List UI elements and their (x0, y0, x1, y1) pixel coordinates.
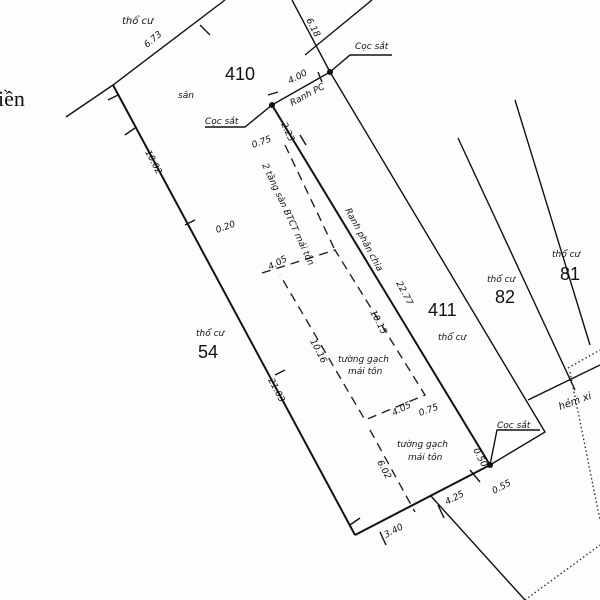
parcel-82-line (457, 137, 576, 391)
ranh-phan-chia-line (271, 104, 491, 466)
coc-sat-label: Cọc sắt (497, 420, 531, 431)
parcel-54-label: thổ cư (196, 328, 226, 339)
dim-label: 0.75 (251, 134, 274, 150)
coc-sat-label: Cọc sắt (355, 41, 389, 52)
lower-building-outline (369, 429, 416, 513)
dim-label: 4.25 (444, 489, 467, 507)
lower-building-label: mái tôn (408, 452, 443, 463)
lower-line (429, 494, 526, 600)
upper-right-line (304, 0, 373, 56)
upper-building-outline (284, 144, 336, 251)
dim-label: 0.20 (215, 219, 238, 235)
dimension-ticks (107, 24, 481, 546)
dim-label: 21.03 (265, 377, 286, 405)
parcel-411-right-line (329, 71, 546, 466)
dim-label: 10.15 (367, 309, 388, 337)
dim-label: 3.40 (383, 522, 406, 540)
top-left-label: thổ cư (122, 14, 155, 27)
parcel-410-label: sân (178, 91, 194, 101)
dim-label: 2.23 (278, 121, 296, 144)
ranh-phan-chia-label: Ranh phân chia (342, 207, 384, 274)
alley-line (527, 364, 600, 401)
parcel-411-label: thổ cư (438, 332, 468, 343)
parcel-81-line (514, 99, 591, 346)
upper-building-label: 2 tầng sàn BTCT mái tôn (259, 162, 316, 268)
dimension-labels: 6.73 6.18 4.00 2.23 0.75 10.02 0.20 22.7… (142, 17, 513, 541)
dim-label: 10.02 (142, 149, 163, 177)
parcel-82-label: thổ cư (487, 274, 517, 285)
plot-bottom-boundary (354, 464, 491, 536)
parcel-number-410: 410 (225, 64, 255, 84)
parcel-number-54: 54 (198, 342, 218, 362)
coc-sat-label: Cọc sắt (205, 116, 239, 127)
dim-label: 0.75 (418, 402, 441, 418)
alley-dotted-line (524, 349, 600, 600)
middle-building-label: tường gạch (338, 354, 389, 365)
dim-label: 4.00 (287, 68, 310, 86)
middle-building-label: mái tôn (348, 366, 383, 377)
marker-leader-lines (205, 54, 540, 466)
parcel-number-82: 82 (495, 287, 515, 307)
middle-building-outline (261, 249, 427, 421)
plot-left-boundary (112, 84, 356, 536)
dim-label: 22.77 (393, 280, 414, 308)
dim-label: 0.55 (491, 478, 514, 496)
parcel-81-label: thổ cư (552, 249, 582, 260)
dim-label: 4.05 (267, 254, 290, 272)
dim-label: 6.02 (374, 459, 392, 482)
alley-label: hẻm xi (557, 390, 593, 413)
dim-label: 4.05 (391, 400, 414, 418)
parcel-number-81: 81 (560, 264, 580, 284)
top-right-line (291, 0, 331, 73)
ranh-pc-label: Ranh PC (289, 82, 328, 109)
dim-label: 6.73 (143, 30, 165, 51)
parcel-number-411: 411 (428, 300, 457, 320)
left-fragment-text: iền (0, 86, 25, 111)
lower-building-label: tường gạch (397, 439, 448, 450)
dim-label: 0.50 (470, 447, 488, 470)
